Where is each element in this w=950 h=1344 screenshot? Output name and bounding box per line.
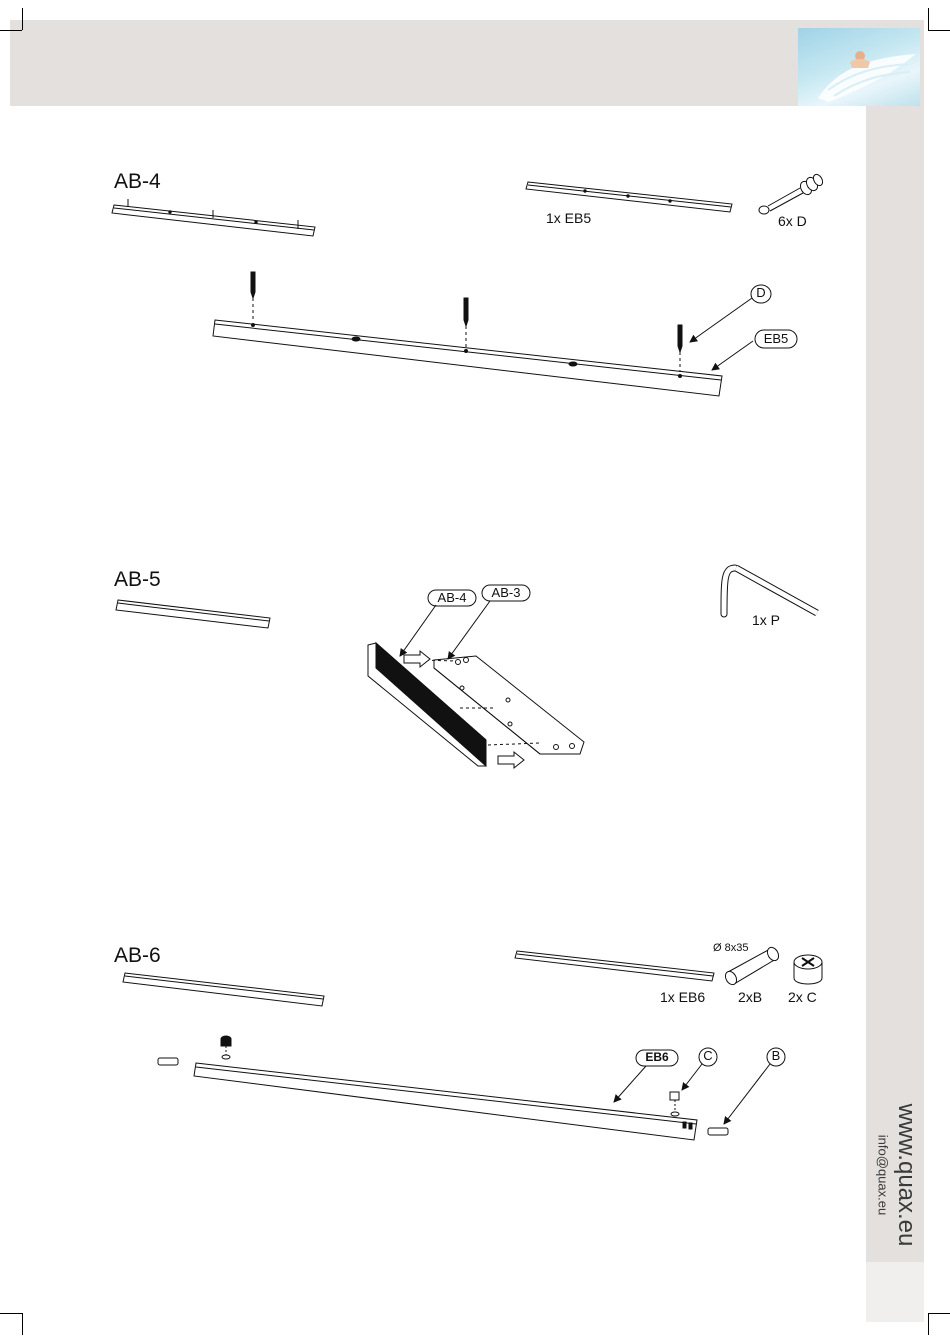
callout-d: D	[751, 285, 771, 300]
part-label-d: 6x D	[778, 213, 807, 229]
ab6-board-icon	[123, 973, 324, 1006]
part-label-eb5: 1x EB5	[546, 210, 591, 226]
cam-lock-c-icon	[794, 955, 822, 984]
step-title-ab4: AB-4	[114, 170, 161, 194]
website-url[interactable]: www.quax.eu	[892, 1104, 920, 1247]
part-label-b: 2xB	[738, 989, 762, 1005]
footer-website[interactable]: www.quax.eu info@quax.eu	[867, 1090, 923, 1260]
callout-ab3: AB-3	[482, 585, 530, 600]
dimension-note: Ø 8x35	[713, 942, 748, 954]
part-label-eb6: 1x EB6	[660, 989, 705, 1005]
ab6-assembly	[158, 1036, 785, 1140]
ab4-callout-lines	[690, 285, 797, 370]
screw-d-icon	[759, 173, 824, 214]
callout-eb5: EB5	[755, 331, 797, 346]
callout-ab4: AB-4	[428, 590, 476, 605]
part-label-p: 1x P	[752, 612, 780, 628]
eb5-part-icon	[526, 182, 732, 212]
step-title-ab5: AB-5	[114, 568, 161, 592]
ab4-board-icon	[112, 199, 315, 236]
callout-c: C	[699, 1048, 717, 1063]
callout-b: B	[767, 1048, 785, 1063]
email-address[interactable]: info@quax.eu	[876, 1135, 891, 1215]
allen-key-p-icon	[724, 568, 817, 614]
ab4-assembly-board	[213, 320, 722, 396]
eb6-part-icon	[515, 951, 714, 981]
callout-eb6: EB6	[636, 1050, 678, 1064]
part-label-c: 2x C	[788, 989, 817, 1005]
ab5-board-icon	[116, 600, 270, 628]
ab5-assembly	[368, 585, 584, 768]
step-title-ab6: AB-6	[114, 944, 161, 968]
